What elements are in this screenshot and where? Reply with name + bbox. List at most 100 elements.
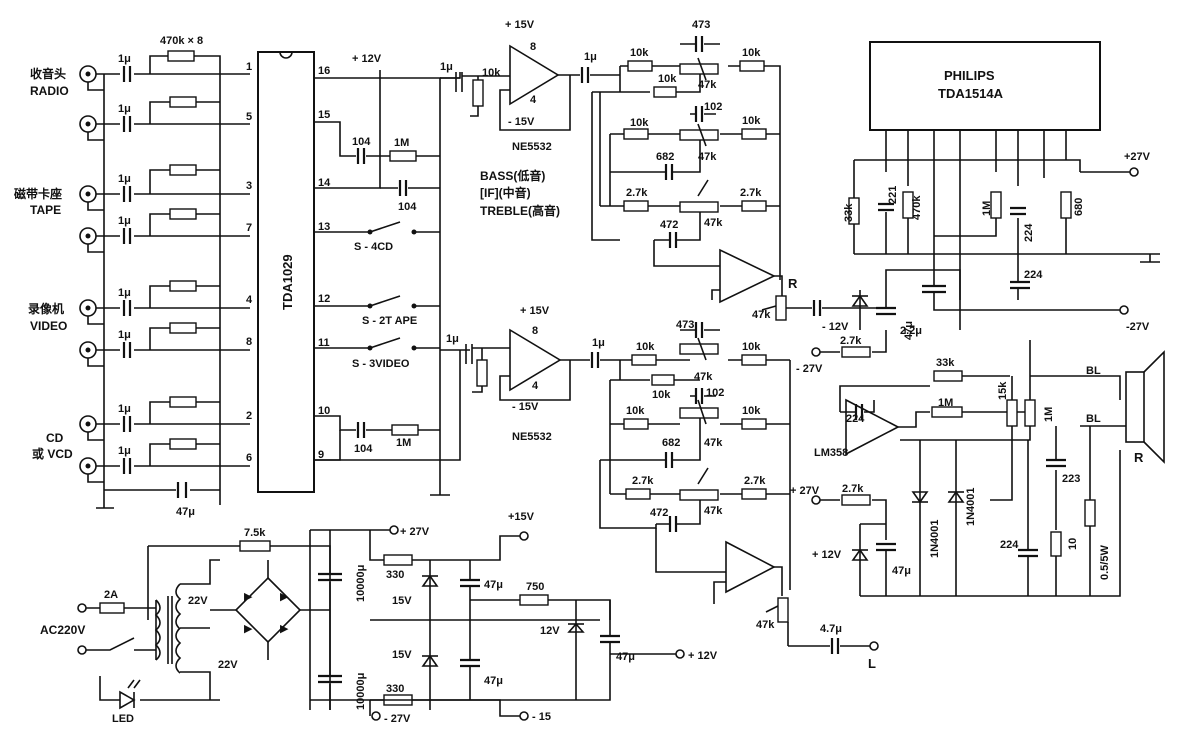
r05-label: 0.5/5W [1099,545,1111,580]
c47u-label: 47μ [484,675,503,687]
op-pin: 4 [532,380,539,392]
r27k-label: 2.7k [840,335,862,347]
r1m-label: 1M [938,397,953,409]
ne5532-label: NE5532 [512,431,552,443]
r27k-label: 2.7k [740,187,762,199]
treble-label: TREBLE(高音) [480,203,560,218]
input-section: 收音头 RADIO 磁带卡座 TAPE 录像机 VIDEO CD 或 VCD 1… [13,35,250,518]
l-channel-label: L [868,656,876,671]
pin-number: 11 [318,337,330,349]
pin-number: 7 [246,222,252,234]
v-p12-label: + 12V [812,549,842,561]
r47k-label: 47k [752,309,771,321]
pin-number: 6 [246,452,252,464]
input-label-radio-en: RADIO [30,84,69,98]
v-p15-label: +15V [508,511,535,523]
input-label-cd-en: CD [46,431,64,445]
bridge-arrows: ▶ [244,623,253,635]
amp-model: TDA1514A [938,86,1004,101]
r47k-label: 47k [694,371,713,383]
power-supply: 2A AC220V 22V 22V ▶ ▶ ▶ ▶ 7.5k LED 10000 [40,511,718,725]
r10k-label: 10k [742,47,761,59]
v-p12-label: + 12V [688,650,718,662]
cap-label: 1μ [118,287,131,299]
pin-number: 1 [246,61,252,73]
input-label-tape-cn: 磁带卡座 [13,186,62,201]
r33k-label: 33k [843,203,855,222]
c224-label: 224 [1024,269,1043,281]
mid-label: [IF](中音) [480,185,531,200]
r10k-label: 10k [742,115,761,127]
speaker-r-label: R [1134,450,1144,465]
cap-label: 1μ [584,51,597,63]
r470k-label: 470k [911,195,923,220]
cap-label: 1μ [440,61,453,73]
input-coupling-caps [122,66,132,474]
v-m27-label: - 27V [384,713,411,725]
r10k-label: 10k [482,67,501,79]
tone-control-upper: 10k 10k 473 47k 10k 102 10k 10k 47k 682 … [591,19,850,321]
preamp-lower: 1μ 8 4 + 15V - 15V NE5532 1μ [440,305,620,443]
pin-number: 9 [318,449,324,461]
c10000-label: 10000μ [355,565,367,602]
pin-number: 12 [318,293,330,305]
power-amp: PHILIPS TDA1514A +27V 33k 221 470k 1M 22… [843,41,1160,337]
c10000-label: 10000μ [355,673,367,710]
d1-label: 1N4001 [929,519,941,558]
v22-label: 22V [218,659,238,671]
r75k-label: 7.5k [244,527,266,539]
c221-label: 221 [887,186,899,204]
speaker-icon: R [1125,350,1165,465]
pin-number: 2 [246,410,252,422]
selector-network: 104 1M + 12V 104 S - 4CD S - 2T APE S - … [314,53,461,496]
cap-label: 1μ [118,173,131,185]
cap-label: 1μ [118,103,131,115]
r10k-label: 10k [742,341,761,353]
pin-number: 8 [246,336,252,348]
bias-resistor-array [149,50,221,505]
r680-label: 680 [1073,198,1085,216]
v-m12-label: - 12V [822,321,849,333]
plus15v-label: + 15V [505,19,535,31]
v15z-label: 15V [392,595,412,607]
bridge-arrows: ▶ [280,591,289,603]
tda1029-pin-numbers: 1 5 3 7 4 8 2 6 16 15 14 13 12 11 10 9 [246,61,331,464]
pin-number: 10 [318,405,330,417]
c473-label: 473 [692,19,710,31]
input-label-video-en: VIDEO [30,319,67,333]
r10k-label: 10k [630,47,649,59]
plus12v-label: + 12V [352,53,382,65]
c472-label: 472 [650,507,668,519]
cap-label: 1μ [592,337,605,349]
r330-label: 330 [386,569,404,581]
v-m15-label: - 15 [532,711,551,723]
pin-number: 14 [318,177,331,189]
op-pin: 8 [532,325,538,337]
r750-label: 750 [526,581,544,593]
pin-number: 5 [246,111,252,123]
op-pin: 4 [530,94,537,106]
switch-s4-label: S - 4CD [354,241,393,253]
c102-label: 102 [704,101,722,113]
c47u-label: 4.7μ [820,623,842,635]
cap-label: 1μ [118,215,131,227]
input-label-cd-cn: 或 VCD [32,446,73,461]
cap-label: 1μ [118,329,131,341]
v-p27-label: +27V [1124,151,1151,163]
bridge-arrows: ▶ [244,591,253,603]
r10k-label: 10k [652,389,671,401]
r33k-label: 33k [936,357,955,369]
bass-label: BASS(低音) [480,168,545,183]
r47k-label: 47k [704,505,723,517]
bl-label-1: BL [1086,365,1101,377]
r27k-label: 2.7k [842,483,864,495]
r1m-label: 1M [394,137,409,149]
r27k-label: 2.7k [744,475,766,487]
bl-label-2: BL [1086,413,1101,425]
ne5532-label: NE5532 [512,141,552,153]
c472-label: 472 [660,219,678,231]
pin-number: 16 [318,65,330,77]
input-label-tape-en: TAPE [30,203,61,217]
r10k-label: 10k [636,341,655,353]
